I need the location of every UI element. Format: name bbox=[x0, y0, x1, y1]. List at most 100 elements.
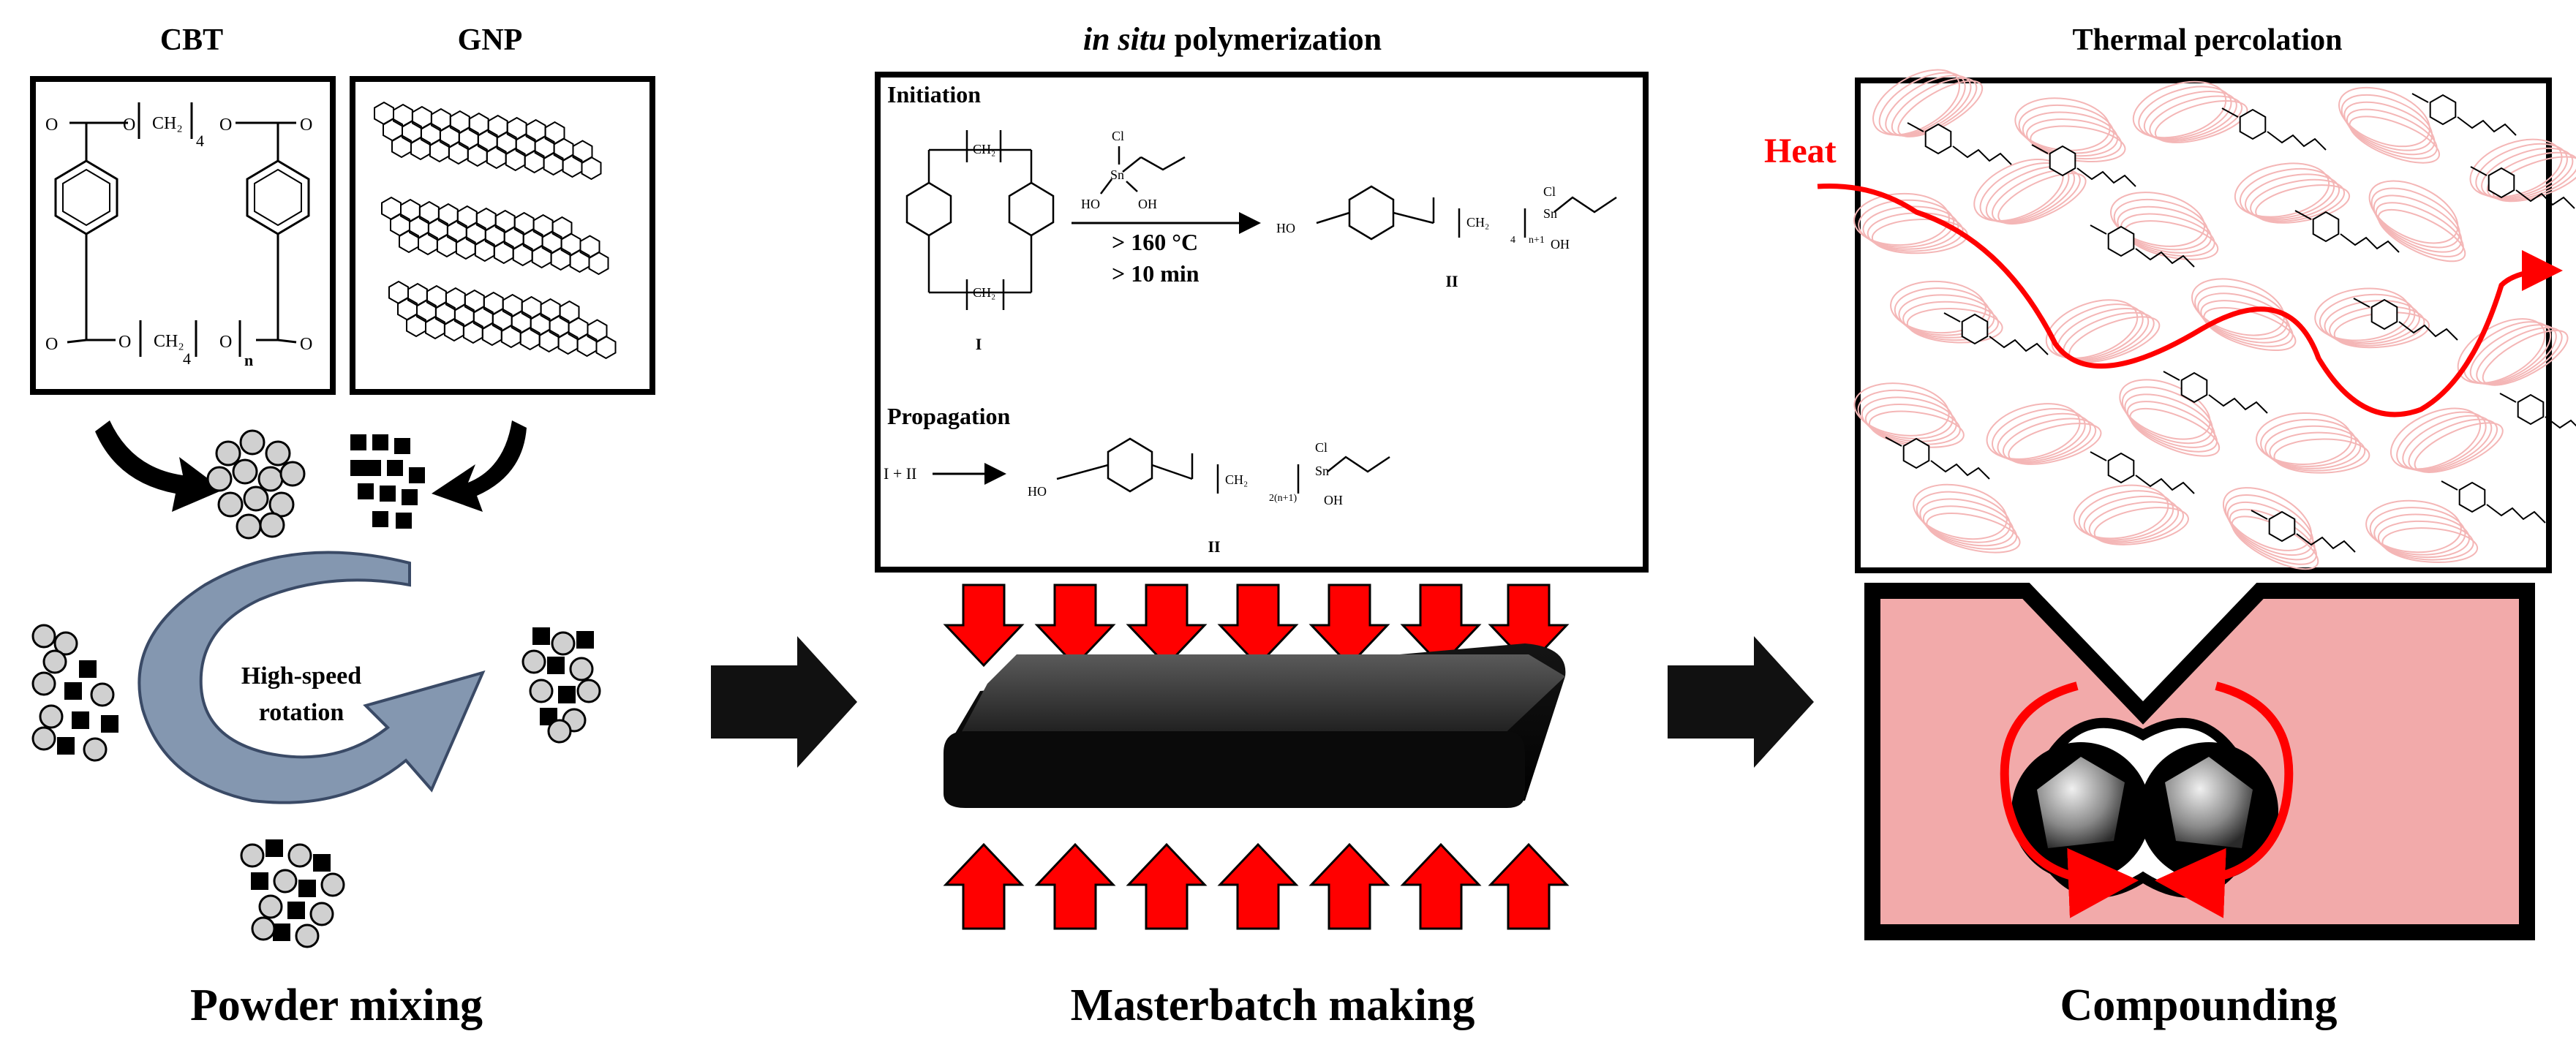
benzene-ring bbox=[1902, 437, 1930, 469]
rotor-left bbox=[2037, 757, 2125, 848]
compound-i-ch2-top: CH₂ bbox=[973, 142, 995, 156]
cbt-particle bbox=[31, 726, 56, 751]
graphene-hexagon bbox=[588, 251, 609, 276]
gnp-particle bbox=[273, 924, 290, 941]
cbt-particle bbox=[320, 872, 345, 897]
compound-ii-ho: HO bbox=[1276, 221, 1295, 235]
graphene-hexagon bbox=[500, 324, 521, 349]
cbt-particle bbox=[273, 869, 298, 894]
compound-ii-sub-n1: n+1 bbox=[1529, 235, 1545, 246]
propagation-product-label: II bbox=[1208, 537, 1220, 556]
propagation-product-structure bbox=[1056, 437, 1390, 494]
benzene-ring bbox=[2488, 167, 2515, 199]
gnp-flake bbox=[2256, 412, 2370, 474]
gnp-particle bbox=[72, 711, 89, 729]
cbt-particle bbox=[239, 429, 265, 456]
graphene-hexagon bbox=[557, 331, 579, 355]
process-arrow-1 bbox=[711, 636, 857, 768]
cbt-particle bbox=[39, 704, 64, 729]
rotation-label-line1: High-speed bbox=[241, 662, 361, 690]
gnp-flake bbox=[2191, 278, 2297, 352]
polymer-chain bbox=[1989, 336, 2049, 355]
heat-label: Heat bbox=[1764, 132, 1837, 170]
benzene-ring bbox=[2517, 393, 2545, 426]
gnp-structure-box bbox=[350, 76, 655, 395]
cbt-carbonyl-o-3: O bbox=[45, 335, 58, 354]
cbt-particle bbox=[251, 916, 276, 941]
gnp-particle bbox=[547, 657, 565, 674]
cbt-particle bbox=[287, 843, 312, 868]
masterbatch-panel: in situ polymerization Initiation CH₂ CH… bbox=[875, 21, 1649, 1030]
gnp-particle bbox=[350, 434, 366, 450]
graphene-hexagon bbox=[550, 246, 571, 271]
compound-ii-label: II bbox=[1445, 272, 1458, 290]
carbonyl-bond bbox=[2090, 224, 2107, 235]
mixed-cluster-right bbox=[521, 627, 601, 744]
press-arrows-top bbox=[943, 583, 1570, 668]
cbt-particle bbox=[569, 657, 594, 681]
gnp-particle bbox=[380, 486, 396, 502]
graphene-hexagon bbox=[505, 147, 526, 172]
press-arrow-down bbox=[1217, 583, 1299, 668]
catalyst-cl: Cl bbox=[1112, 129, 1124, 143]
cbt-particle bbox=[265, 440, 291, 467]
cbt-input-arrow bbox=[95, 420, 223, 512]
press-arrow-up bbox=[943, 842, 1025, 930]
compound-ii-cl: Cl bbox=[1543, 184, 1556, 199]
gnp-particle bbox=[396, 513, 412, 529]
cbt-carbonyl-o-1: O bbox=[45, 116, 58, 135]
benzene-ring bbox=[2312, 211, 2340, 243]
gnp-flake bbox=[1986, 403, 2102, 465]
benzene-ring bbox=[2107, 225, 2135, 257]
twin-screw-extruder bbox=[1864, 583, 2535, 940]
carbonyl-bond bbox=[1943, 312, 1961, 322]
graphene-hexagon bbox=[399, 229, 419, 254]
polymer-chain bbox=[2515, 189, 2575, 209]
carbonyl-bond bbox=[2411, 93, 2429, 103]
polymer-chain bbox=[2457, 116, 2517, 136]
graphene-hexagon bbox=[512, 242, 533, 267]
rotation-arrow bbox=[138, 551, 486, 804]
gnp-particle bbox=[394, 438, 410, 454]
cbt-particle bbox=[243, 486, 269, 512]
propagation-ho: HO bbox=[1028, 484, 1047, 499]
polymer-chain bbox=[2296, 533, 2356, 553]
cbt-o-bottom-left: O bbox=[118, 333, 131, 352]
press-arrow-down bbox=[1400, 583, 1482, 668]
carbonyl-bond bbox=[2294, 210, 2312, 220]
benzene-ring bbox=[2458, 481, 2486, 513]
gnp-flake bbox=[2073, 484, 2189, 545]
rotor-right bbox=[2165, 757, 2253, 848]
carbonyl-bond bbox=[2470, 166, 2488, 176]
cbt-carbonyl-o-2: O bbox=[300, 116, 312, 135]
polymer-chain bbox=[2340, 233, 2400, 253]
gnp-flake bbox=[2389, 407, 2504, 473]
compound-i-ch2-bottom: CH₂ bbox=[973, 285, 995, 300]
benzene-ring bbox=[2429, 94, 2457, 126]
cbt-particle bbox=[257, 466, 284, 492]
masterbatch-title: Masterbatch making bbox=[1071, 981, 1475, 1030]
polymer-chain bbox=[2267, 131, 2327, 151]
cbt-particle bbox=[83, 737, 108, 762]
press-arrow-down bbox=[1034, 583, 1116, 668]
polymer-chain bbox=[2135, 248, 2195, 268]
cbt-particle bbox=[42, 649, 67, 674]
benzene-ring bbox=[2370, 298, 2398, 331]
cbt-particle bbox=[268, 491, 295, 518]
compound-ii-structure bbox=[1316, 185, 1617, 241]
press-arrow-up bbox=[1488, 842, 1570, 930]
cbt-particle bbox=[31, 671, 56, 696]
propagation-cl: Cl bbox=[1315, 440, 1327, 455]
gnp-particle bbox=[79, 660, 97, 678]
gnp-label: GNP bbox=[458, 23, 523, 57]
catalyst-sn: Sn bbox=[1110, 167, 1124, 182]
cbt-particle bbox=[232, 458, 258, 485]
insitu-rest: polymerization bbox=[1167, 21, 1382, 57]
graphene-hexagon bbox=[443, 317, 464, 342]
graphene-hexagon bbox=[519, 326, 541, 351]
compound-i-label: I bbox=[976, 335, 982, 353]
powder-mixing-panel: CBT GNP O CH₂ 4 O O O bbox=[30, 23, 655, 1030]
gnp-particle-cluster bbox=[350, 434, 425, 529]
graphene-hexagon bbox=[455, 235, 476, 260]
gnp-flake bbox=[2368, 180, 2466, 262]
